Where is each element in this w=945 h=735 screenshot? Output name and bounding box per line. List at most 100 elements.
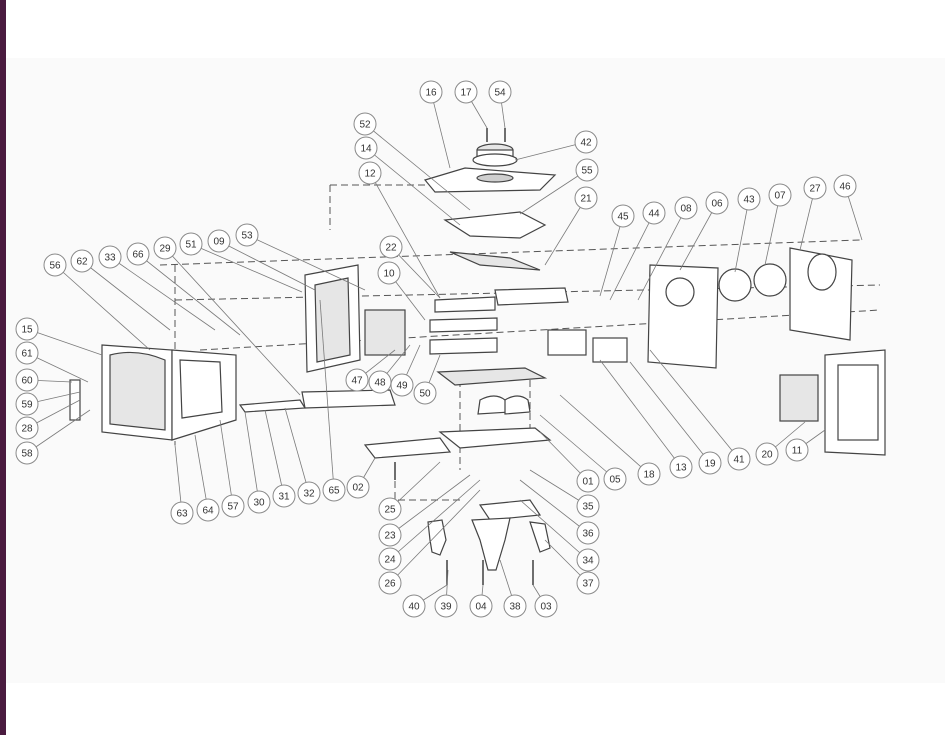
callout-label: 12 (364, 169, 376, 180)
callout-label: 47 (351, 376, 363, 387)
callout-50: 50 (413, 381, 437, 405)
callout-circle (574, 130, 598, 154)
leader-line (389, 479, 481, 560)
callout-circle (576, 548, 600, 572)
grate-and-base (363, 367, 552, 585)
callout-circle (576, 494, 600, 518)
callout-02: 02 (346, 475, 370, 499)
leader-line (599, 359, 682, 468)
callout-label: 23 (384, 531, 396, 542)
leader-line (519, 499, 589, 561)
callout-circle (196, 498, 220, 522)
callout-64: 64 (196, 498, 220, 522)
callout-30: 30 (247, 490, 271, 514)
callout-circle (378, 523, 402, 547)
callout-circle (698, 451, 722, 475)
callout-label: 32 (303, 489, 315, 500)
callout-circle (207, 229, 231, 253)
leader-line (369, 172, 441, 299)
callout-65: 65 (322, 478, 346, 502)
callout-circle (345, 368, 369, 392)
callout-61: 61 (15, 341, 39, 365)
callout-circle (235, 223, 259, 247)
callout-label: 22 (385, 243, 397, 254)
callout-59: 59 (15, 392, 39, 416)
callout-circle (469, 594, 493, 618)
callout-47: 47 (345, 368, 369, 392)
callout-circle (576, 469, 600, 493)
callout-circle (322, 478, 346, 502)
callout-38: 38 (503, 594, 527, 618)
leader-line (218, 240, 316, 291)
callout-10: 10 (377, 261, 401, 285)
callout-label: 11 (792, 446, 803, 457)
leader-line (54, 264, 151, 351)
callout-label: 27 (809, 184, 821, 195)
callout-label: 17 (460, 88, 472, 99)
callout-label: 14 (360, 144, 372, 155)
callout-31: 31 (272, 484, 296, 508)
callout-41: 41 (727, 447, 751, 471)
leader-line (219, 419, 234, 507)
leader-line (519, 479, 589, 534)
callout-label: 64 (202, 506, 214, 517)
callout-circle (247, 490, 271, 514)
leader-line (137, 253, 241, 336)
callout-circle (575, 158, 599, 182)
callout-12: 12 (358, 161, 382, 185)
callout-circle (755, 442, 779, 466)
callout-circle (378, 497, 402, 521)
callout-label: 34 (582, 556, 594, 567)
callout-circle (179, 232, 203, 256)
leader-line (194, 434, 209, 511)
leader-line (679, 202, 718, 271)
callout-43: 43 (737, 187, 761, 211)
leader-line (319, 299, 335, 491)
callout-56: 56 (43, 253, 67, 277)
leader-line (430, 91, 451, 169)
callout-57: 57 (221, 494, 245, 518)
leader-line (609, 212, 655, 301)
callout-49: 49 (390, 373, 414, 397)
callout-58: 58 (15, 441, 39, 465)
callout-circle (611, 204, 635, 228)
callout-11: 11 (785, 438, 809, 462)
callout-circle (642, 201, 666, 225)
callout-circle (378, 571, 402, 595)
callout-25: 25 (378, 497, 402, 521)
callout-label: 40 (408, 602, 420, 613)
callout-14: 14 (354, 136, 378, 160)
callout-circle (576, 571, 600, 595)
callout-circle (603, 467, 627, 491)
callout-label: 36 (582, 529, 594, 540)
callout-62: 62 (70, 249, 94, 273)
leader-line (389, 489, 481, 584)
callout-circle (674, 196, 698, 220)
callout-label: 20 (761, 450, 773, 461)
callout-01: 01 (576, 469, 600, 493)
callout-label: 59 (21, 400, 33, 411)
callout-circle (153, 236, 177, 260)
callout-16: 16 (419, 80, 443, 104)
callout-circle (379, 235, 403, 259)
callout-05: 05 (603, 467, 627, 491)
callout-27: 27 (803, 176, 827, 200)
callout-circle (15, 392, 39, 416)
leader-line (26, 328, 103, 356)
callout-label: 44 (648, 209, 660, 220)
callout-label: 56 (49, 261, 61, 272)
callout-08: 08 (674, 196, 698, 220)
callout-label: 30 (253, 498, 265, 509)
callout-label: 29 (159, 244, 171, 255)
callout-44: 44 (642, 201, 666, 225)
callout-circle (15, 441, 39, 465)
leader-line (365, 147, 461, 226)
callout-label: 50 (419, 389, 431, 400)
callout-circle (574, 186, 598, 210)
callout-07: 07 (768, 183, 792, 207)
callout-circle (354, 136, 378, 160)
callout-circle (419, 80, 443, 104)
callout-circle (353, 112, 377, 136)
callout-circle (98, 245, 122, 269)
callout-34: 34 (576, 548, 600, 572)
